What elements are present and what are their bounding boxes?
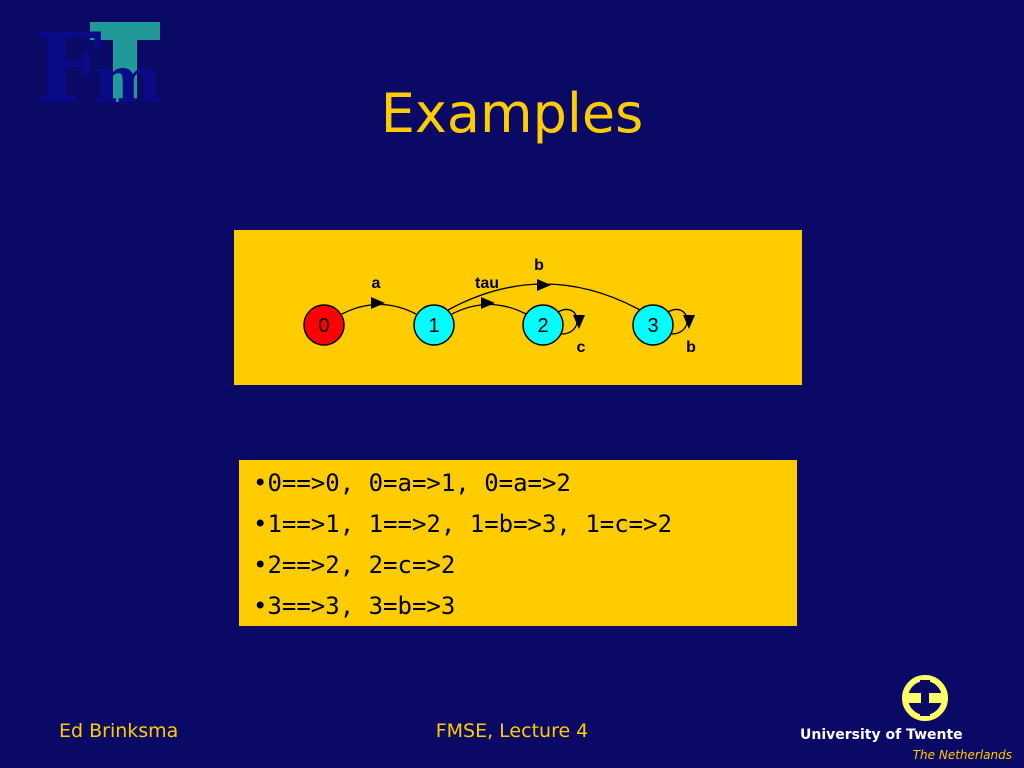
footer-course: FMSE, Lecture 4 (435, 720, 589, 742)
examples-list: •0==>0, 0=a=>1, 0=a=>2 •1==>1, 1==>2, 1=… (239, 460, 797, 626)
arrow-head (683, 315, 695, 329)
arrow-head (573, 315, 585, 329)
university-country: The Netherlands (912, 748, 1012, 762)
transition-label-b: b (534, 257, 544, 274)
list-item: •3==>3, 3=b=>3 (253, 592, 456, 620)
state-0: 0 (303, 304, 345, 346)
transition-label-tau: tau (475, 275, 499, 292)
page-title: Examples (380, 82, 644, 145)
transition-0-1 (341, 303, 417, 315)
list-item: •1==>1, 1==>2, 1=b=>3, 1=c=>2 (253, 510, 673, 538)
footer-author: Ed Brinksma (59, 720, 179, 742)
fm-logo: F m (34, 18, 162, 108)
transition-label-a: a (372, 275, 381, 292)
university-name: University of Twente (800, 727, 963, 743)
transition-label-c: c (577, 339, 586, 356)
transition-1-2 (451, 303, 527, 315)
arrow-head (371, 297, 385, 309)
svg-text:F: F (34, 18, 102, 108)
svg-text:m: m (94, 43, 162, 108)
state-2: 2 (522, 304, 564, 346)
arrow-head (537, 279, 551, 291)
state-label: 2 (537, 315, 548, 337)
transition-diagram: a tau b c b 0 1 2 3 (234, 230, 802, 385)
ut-logo-icon (902, 675, 948, 721)
arrow-head (481, 297, 495, 309)
list-item: •0==>0, 0=a=>1, 0=a=>2 (253, 469, 571, 497)
transition-label-b-loop: b (686, 339, 696, 356)
state-label: 1 (428, 315, 439, 337)
list-item: •2==>2, 2=c=>2 (253, 551, 456, 579)
state-3: 3 (632, 304, 674, 346)
state-label: 3 (647, 315, 658, 337)
state-1: 1 (413, 304, 455, 346)
state-label: 0 (318, 315, 329, 337)
